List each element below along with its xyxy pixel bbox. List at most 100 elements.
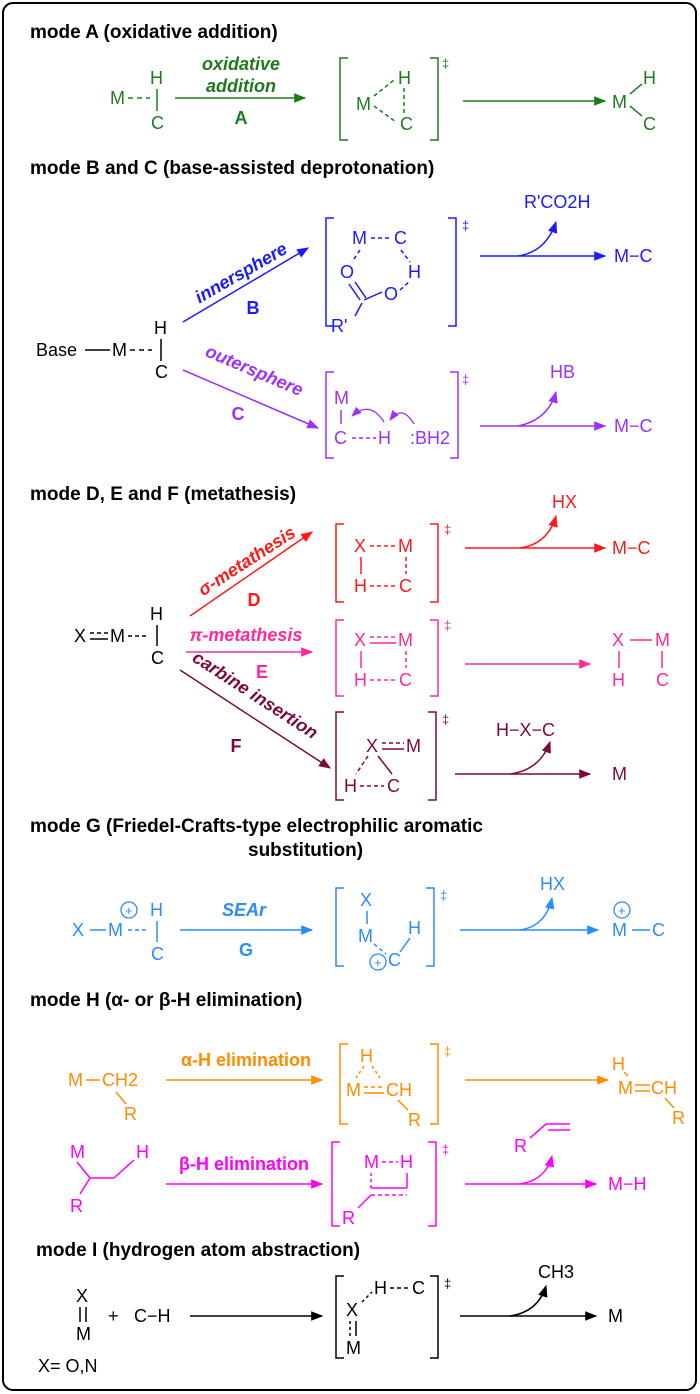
mode-e-dagger: ‡ xyxy=(444,618,451,633)
mode-f-letter: F xyxy=(231,736,242,756)
mode-g-prod-charge: + xyxy=(618,903,626,918)
mode-h-a-ts-H: H xyxy=(360,1046,373,1066)
mode-h-a-CH2: CH2 xyxy=(102,1070,138,1090)
mode-b-arrow xyxy=(182,247,310,323)
mode-c-dagger: ‡ xyxy=(462,372,469,387)
mode-a-ts-H: H xyxy=(398,68,411,88)
mode-a-label-1: oxidative xyxy=(202,54,280,74)
mode-h-b-product: M−H xyxy=(608,1174,647,1194)
mode-d-letter: D xyxy=(248,590,261,610)
mode-g-X: X xyxy=(72,920,84,940)
mode-def-substrate: X M H C xyxy=(74,604,164,668)
mode-c-ts-M: M xyxy=(334,388,349,408)
mode-e-ts-H: H xyxy=(354,670,367,690)
mode-def-H: H xyxy=(150,604,163,624)
mode-g-prod-C: C xyxy=(652,920,665,940)
mode-b-ts-M: M xyxy=(352,228,367,248)
mode-i-ts-M: M xyxy=(346,1338,361,1358)
mode-b-letter: B xyxy=(247,298,260,318)
mode-g-scheme: X M + H C SEAr G ‡ X M + C H HX M + C xyxy=(72,874,665,971)
mode-h-a-prod-CH: CH xyxy=(651,1078,677,1098)
mode-bc-M: M xyxy=(112,340,127,360)
mode-h-a-ts-CH: CH xyxy=(386,1080,412,1100)
mode-h-b-ts-M: M xyxy=(364,1152,379,1172)
mode-c-arrow xyxy=(182,369,320,429)
mode-h-b-M: M xyxy=(70,1142,85,1162)
mode-b-ts-H: H xyxy=(408,262,421,282)
mode-g-ts-X: X xyxy=(360,890,372,910)
mode-a-H: H xyxy=(150,68,163,88)
mode-def-X: X xyxy=(74,626,86,646)
mode-b-ts-C: C xyxy=(394,228,407,248)
mode-c-letter: C xyxy=(232,404,245,424)
mode-g-M-charge: + xyxy=(125,903,133,918)
mode-g-HX: HX xyxy=(540,874,565,894)
mode-d-arrow xyxy=(189,531,313,617)
mode-d-product: M−C xyxy=(612,538,651,558)
mode-e-ts-C: C xyxy=(399,670,412,690)
mode-f-ts-M: M xyxy=(406,736,421,756)
mode-h-a-ts-M: M xyxy=(346,1080,361,1100)
header-mode-g-1: mode G (Friedel-Crafts-type electrophili… xyxy=(30,816,483,837)
mode-c-ts-C: C xyxy=(334,428,347,448)
mode-h-b-H: H xyxy=(136,1142,149,1162)
mode-c-product: M−C xyxy=(614,416,653,436)
mode-h-a-M: M xyxy=(68,1070,83,1090)
mode-b-ts-O2: O xyxy=(384,284,398,304)
header-mode-g-2: substitution) xyxy=(248,840,363,861)
mode-h-a-R: R xyxy=(124,1104,137,1124)
mode-f-dagger: ‡ xyxy=(442,712,449,727)
mode-a-ts-C: C xyxy=(400,114,413,134)
mode-e-prod-X: X xyxy=(612,630,624,650)
mode-g-M: M xyxy=(108,920,123,940)
mode-h-a-ts-R: R xyxy=(408,1110,421,1130)
mode-i-ts-X: X xyxy=(346,1300,358,1320)
mode-d-ts-X: X xyxy=(354,536,366,556)
mode-h-a-prod-M: M xyxy=(618,1078,633,1098)
mode-a-prod-C: C xyxy=(643,114,656,134)
mode-def-C: C xyxy=(151,648,164,668)
mode-d-dagger: ‡ xyxy=(444,522,451,537)
mode-d-HX: HX xyxy=(552,492,577,512)
mode-h-a-prod-R: R xyxy=(672,1108,685,1128)
mode-c-ts-H: H xyxy=(378,428,391,448)
mode-i-ts-H: H xyxy=(374,1278,387,1298)
mode-g-label: SEAr xyxy=(222,900,267,920)
mode-g-letter: G xyxy=(239,940,253,960)
mode-b-ts-R: R' xyxy=(331,316,347,336)
mode-h-beta-dagger: ‡ xyxy=(442,1142,449,1157)
mode-i-plus: + xyxy=(108,1306,119,1326)
mode-i-CH: C−H xyxy=(134,1306,171,1326)
mode-f-ts-H: H xyxy=(344,776,357,796)
mode-f-HXC: H−X−C xyxy=(496,720,555,740)
mode-d-ts-M: M xyxy=(398,536,413,556)
mode-i-M: M xyxy=(76,1324,91,1344)
mode-a-dagger: ‡ xyxy=(442,56,449,71)
header-mode-i: mode I (hydrogen atom abstraction) xyxy=(36,1240,360,1261)
mode-b-dagger: ‡ xyxy=(462,218,469,233)
mode-i-CH3: CH3 xyxy=(538,1262,574,1282)
header-mode-def: mode D, E and F (metathesis) xyxy=(30,484,296,505)
mode-a-M: M xyxy=(110,88,125,108)
mode-a-scheme: M H C oxidative addition A ‡ M H C M H C xyxy=(110,54,656,141)
mode-h-alpha-label: α-H elimination xyxy=(181,1050,311,1070)
mode-c-HB: HB xyxy=(550,362,575,382)
mode-b-acid: R'CO2H xyxy=(524,192,590,212)
mode-a-prod-M: M xyxy=(612,92,627,112)
mode-a-prod-H: H xyxy=(643,68,656,88)
mode-i-scheme: X M + C−H X= O,N ‡ X H C M CH3 M xyxy=(38,1262,623,1376)
mode-h-alpha-dagger: ‡ xyxy=(444,1044,451,1059)
mode-d-ts-H: H xyxy=(354,576,367,596)
mode-h-b-ts-H: H xyxy=(400,1152,413,1172)
mode-c-ts-B: :BH2 xyxy=(410,428,450,448)
mode-e-prod-H: H xyxy=(612,670,625,690)
header-mode-a: mode A (oxidative addition) xyxy=(30,22,278,43)
mode-h-beta-scheme: M H R β-H elimination ‡ M H R R M−H xyxy=(70,1123,647,1228)
mode-g-prod-M: M xyxy=(612,920,627,940)
mode-h-b-ts-R: R xyxy=(342,1208,355,1228)
mode-e-prod-C: C xyxy=(656,670,669,690)
mode-i-dagger: ‡ xyxy=(444,1276,451,1291)
mode-h-alpha-scheme: M CH2 R α-H elimination ‡ H M CH R H M C… xyxy=(68,1043,685,1130)
